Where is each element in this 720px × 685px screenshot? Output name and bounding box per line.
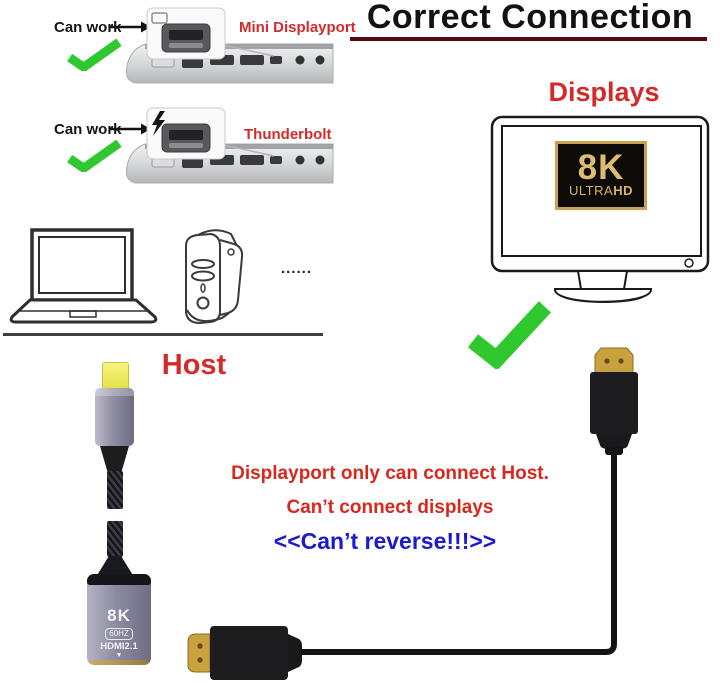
thunderbolt-icon bbox=[152, 111, 165, 136]
head-top-band bbox=[87, 574, 151, 585]
thunderbolt-port bbox=[270, 156, 282, 164]
display-icon bbox=[151, 12, 168, 24]
power-button-icon bbox=[684, 258, 694, 268]
8k-ultrahd-badge: 8K ULTRAHD bbox=[555, 141, 647, 210]
arrow-right-icon bbox=[109, 123, 151, 135]
cable-line bbox=[300, 450, 617, 655]
hdmi-cable-illustration bbox=[187, 347, 638, 680]
checkmark-icon bbox=[67, 140, 122, 172]
note-line-3: <<Can’t reverse!!!>> bbox=[273, 528, 497, 554]
adapter-spec-text: HDMI2.1 bbox=[100, 640, 138, 652]
badge-ultra: ULTRA bbox=[569, 183, 614, 199]
minidp-lip bbox=[169, 43, 203, 48]
hdmi-plug-gold-tip bbox=[187, 633, 211, 673]
hdmi-female-head: 8K 60HZ HDMI2.1 ▼ bbox=[87, 574, 151, 665]
usb-port bbox=[240, 155, 264, 165]
adapter-barrel-highlight bbox=[95, 388, 134, 396]
can-work-label-2: Can work bbox=[54, 121, 122, 138]
minidp-slot bbox=[169, 30, 203, 40]
can-work-label-1: Can work bbox=[54, 19, 122, 36]
tower-illustration bbox=[185, 229, 244, 325]
monitor-neck bbox=[576, 270, 629, 290]
audio-jack bbox=[315, 155, 325, 165]
hdmi-plug-body bbox=[210, 626, 288, 680]
host-divider-line bbox=[3, 333, 323, 336]
adapter-hz-text: 60HZ bbox=[105, 627, 133, 640]
braided-cable bbox=[107, 521, 123, 557]
audio-jack bbox=[295, 55, 305, 65]
adapter-markings: 8K 60HZ HDMI2.1 ▼ bbox=[87, 607, 151, 660]
adapter-barrel bbox=[95, 388, 134, 446]
checkmark-icon bbox=[67, 39, 122, 71]
hdmi-plug-body bbox=[590, 372, 638, 434]
title-underline bbox=[350, 37, 707, 41]
hdmi-plug-gold-tip bbox=[594, 347, 634, 375]
laptop-top-edge bbox=[145, 44, 333, 49]
note-line-1: Displayport only can connect Host. bbox=[231, 463, 549, 484]
audio-jack bbox=[315, 55, 325, 65]
minidp-slot bbox=[169, 130, 203, 140]
usb-port bbox=[240, 55, 264, 65]
minidp-hdmi-adapter: 8K 60HZ HDMI2.1 ▼ bbox=[85, 360, 157, 668]
adapter-res-text: 8K bbox=[107, 605, 131, 625]
displays-label: Displays bbox=[548, 77, 660, 107]
laptop-port-photo-minidp bbox=[125, 7, 334, 84]
checkmark-icon bbox=[467, 301, 551, 369]
adapter-arrow-text: ▼ bbox=[115, 652, 123, 659]
badge-ultrahd-text: ULTRAHD bbox=[569, 184, 633, 198]
laptop-port-photo-thunderbolt bbox=[125, 107, 334, 184]
mini-displayport-port bbox=[270, 56, 282, 64]
host-label: Host bbox=[161, 349, 227, 381]
audio-jack bbox=[295, 155, 305, 165]
arrow-right-icon bbox=[109, 21, 151, 33]
note-line-2: Can’t connect displays bbox=[286, 497, 494, 518]
braided-cable bbox=[107, 471, 123, 509]
port-label-thunderbolt: Thunderbolt bbox=[244, 126, 332, 143]
more-devices-dots: ...... bbox=[281, 260, 313, 277]
port-label-minidp: Mini Displayport bbox=[239, 19, 356, 36]
laptop-illustration bbox=[9, 228, 158, 324]
mini-dp-plug bbox=[102, 362, 129, 389]
badge-hd: HD bbox=[613, 183, 633, 199]
head-gold-rim bbox=[89, 660, 149, 665]
laptop-top-edge bbox=[145, 144, 333, 149]
strain-relief bbox=[100, 446, 129, 472]
minidp-lip bbox=[169, 143, 203, 148]
page-title: Correct Connection bbox=[366, 0, 694, 36]
badge-8k-text: 8K bbox=[577, 148, 625, 188]
